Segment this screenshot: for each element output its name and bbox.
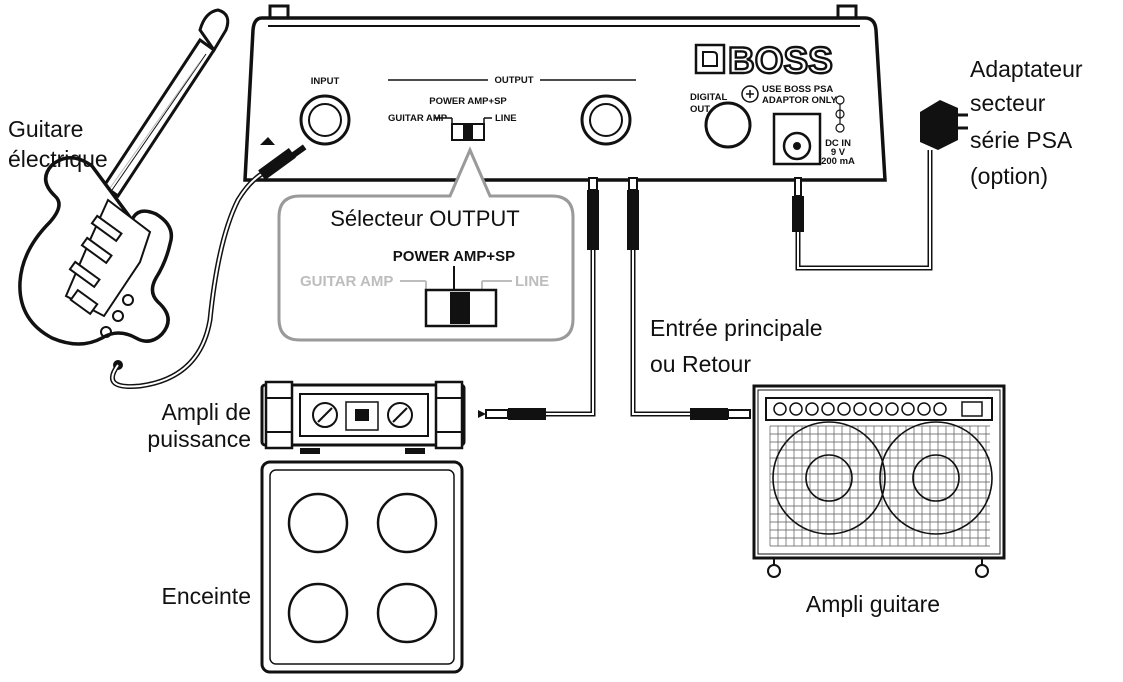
ac-adaptor — [792, 100, 968, 271]
output-cable-power-amp — [478, 177, 599, 420]
main-input-label-line1: Entrée principale — [650, 315, 823, 341]
polarity-icon — [835, 95, 845, 133]
output-cable-guitar-amp — [627, 177, 751, 420]
guitar-amp-label: Ampli guitare — [806, 591, 940, 617]
digital-out-label-line2: OUT — [690, 104, 710, 115]
dc-current-label: 200 mA — [821, 156, 855, 167]
switch-guitar-amp-label: GUITAR AMP — [388, 113, 448, 124]
callout-title: Sélecteur OUTPUT — [330, 206, 520, 231]
callout-line-label: LINE — [515, 273, 549, 290]
power-amp-label-line1: Ampli de — [162, 399, 251, 425]
effects-pedal: INPUT OUTPUT POWER AMP+SP GUITAR AMP LIN… — [243, 4, 887, 182]
warning-icon — [741, 85, 759, 103]
input-jack[interactable] — [299, 94, 351, 146]
adaptor-label-line1: Adaptateur — [970, 56, 1083, 82]
guitar-amplifier — [752, 384, 1006, 578]
output-selector-switch[interactable] — [451, 123, 485, 141]
power-amp-label-line2: puissance — [147, 426, 251, 452]
main-input-label-line2: ou Retour — [650, 351, 751, 377]
guitar-label-line2: électrique — [8, 146, 108, 172]
output-label: OUTPUT — [494, 75, 533, 86]
input-label: INPUT — [311, 76, 340, 87]
callout-guitar-amp-label: GUITAR AMP — [300, 273, 393, 290]
callout-power-amp-label: POWER AMP+SP — [393, 248, 515, 265]
electric-guitar — [18, 8, 230, 370]
guitar-label-line1: Guitare — [8, 116, 83, 142]
adaptor-label-line2: secteur — [970, 90, 1046, 116]
psa-note-line2: ADAPTOR ONLY — [762, 95, 838, 106]
digital-out-jack[interactable] — [704, 101, 752, 149]
psa-note-line1: USE BOSS PSA — [762, 84, 833, 95]
power-amplifier — [260, 380, 466, 454]
dc-voltage-label: 9 V — [831, 147, 846, 158]
brand-name: BOSS — [728, 40, 833, 81]
switch-line-label: LINE — [495, 113, 517, 124]
speaker-label: Enceinte — [161, 583, 251, 609]
adaptor-label-line3: série PSA — [970, 127, 1073, 153]
adaptor-label-line4: (option) — [970, 163, 1048, 189]
speaker-cabinet — [260, 460, 464, 674]
output-jack[interactable] — [580, 94, 632, 146]
switch-power-amp-label: POWER AMP+SP — [429, 96, 507, 107]
amp-control-knobs — [773, 402, 947, 416]
digital-out-label-line1: DIGITAL — [690, 92, 727, 103]
output-selector-callout: Sélecteur OUTPUT POWER AMP+SP GUITAR AMP… — [277, 146, 575, 342]
callout-switch — [424, 288, 498, 328]
amp-speaker-grille — [769, 425, 990, 547]
dc-in-jack[interactable] — [772, 112, 822, 166]
brand-logo: BOSS — [694, 39, 834, 82]
dc-in-label: DC IN — [825, 138, 851, 149]
